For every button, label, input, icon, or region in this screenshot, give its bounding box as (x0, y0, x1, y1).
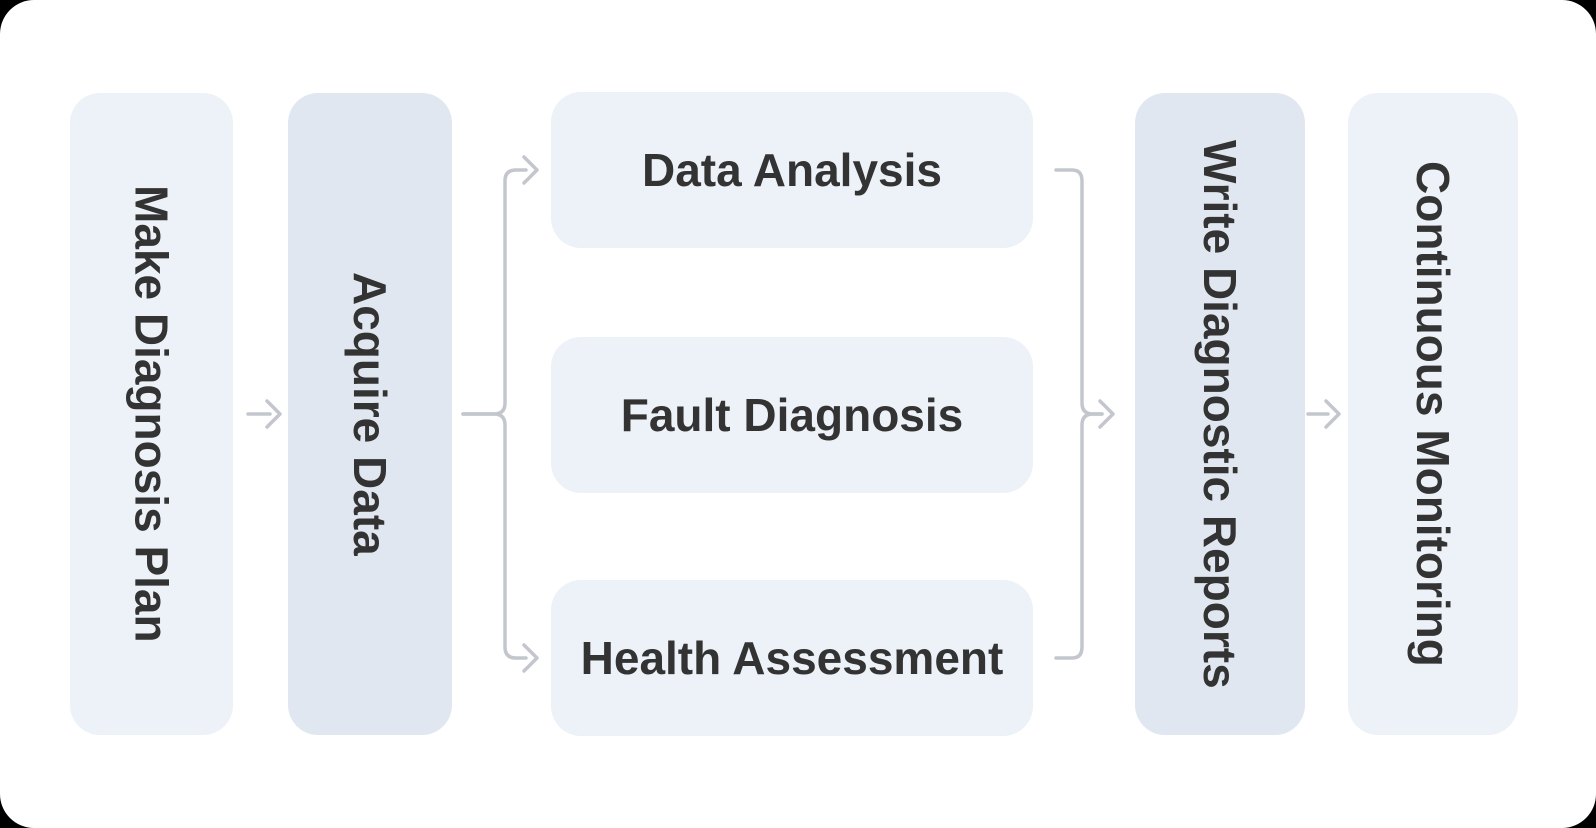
arrowhead-icon (522, 155, 539, 185)
arrowhead-icon (265, 399, 282, 429)
node-write-diagnostic-reports: Write Diagnostic Reports (1135, 93, 1305, 735)
node-label: Health Assessment (580, 632, 1004, 684)
node-continuous-monitoring: Continuous Monitoring (1348, 93, 1518, 735)
edge-health-assessment-to-write-diagnostic-reports (1054, 412, 1104, 660)
node-label: Write Diagnostic Reports (1194, 139, 1246, 689)
node-label: Data Analysis (642, 144, 942, 196)
edge-acquire-data-to-health-assessment (461, 412, 528, 660)
edge-acquire-data-to-data-analysis (461, 168, 528, 416)
node-label: Acquire Data (344, 272, 396, 556)
node-fault-diagnosis: Fault Diagnosis (551, 337, 1033, 493)
node-label: Make Diagnosis Plan (125, 185, 178, 643)
node-acquire-data: Acquire Data (288, 93, 452, 735)
arrowhead-icon (522, 643, 539, 673)
arrowhead-icon (1098, 399, 1115, 429)
node-health-assessment: Health Assessment (551, 580, 1033, 736)
node-make-diagnosis-plan: Make Diagnosis Plan (70, 93, 233, 735)
node-label: Continuous Monitoring (1407, 161, 1459, 667)
node-data-analysis: Data Analysis (551, 92, 1033, 248)
arrowhead-icon (1324, 399, 1341, 429)
node-label: Fault Diagnosis (620, 389, 964, 441)
edge-data-analysis-to-write-diagnostic-reports (1054, 168, 1104, 416)
